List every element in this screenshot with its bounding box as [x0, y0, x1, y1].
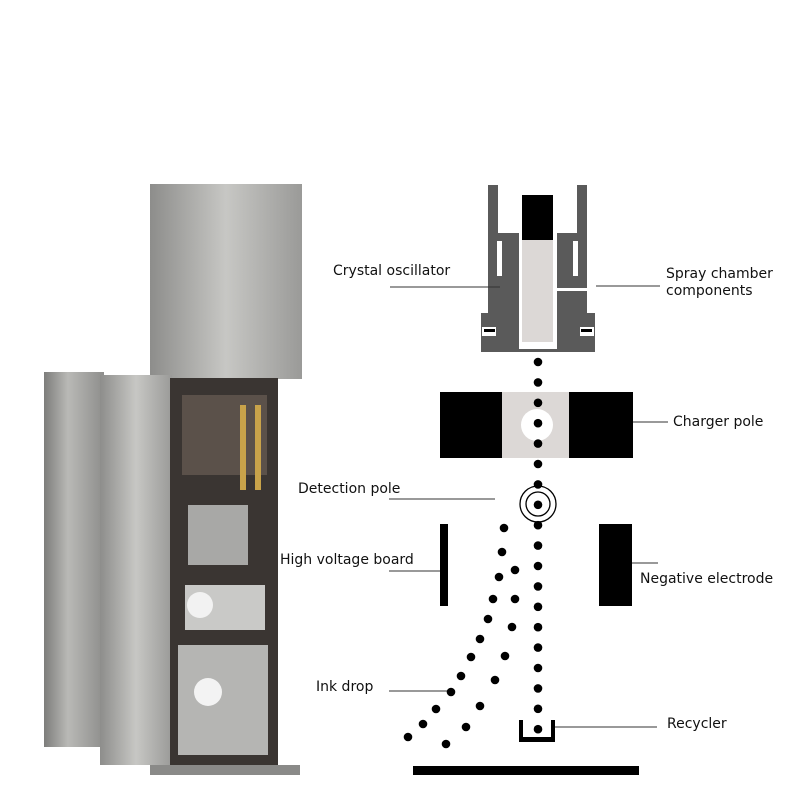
label-spray-chamber: Spray chamber components [666, 266, 773, 299]
ink-drop [533, 684, 543, 693]
ink-drop [533, 643, 543, 652]
ink-drop [507, 622, 517, 632]
crystal-oscillator [522, 195, 553, 240]
ink-drop [483, 614, 493, 624]
ink-drop [533, 582, 543, 591]
ink-drop [533, 704, 543, 714]
label-ink-drop: Ink drop [316, 679, 374, 695]
ink-drop [533, 622, 543, 632]
ink-drops [403, 357, 543, 749]
ink-drop [475, 634, 485, 644]
ink-drop [500, 651, 510, 661]
ink-drop [461, 722, 471, 732]
ink-drop [533, 398, 543, 408]
ink-drop [510, 594, 520, 604]
ink-drop [488, 594, 498, 604]
ink-drop [446, 687, 456, 697]
ink-drop [533, 480, 543, 489]
label-charger-pole: Charger pole [673, 414, 764, 430]
printhead-photo [44, 184, 302, 775]
label-crystal-oscillator: Crystal oscillator [333, 263, 451, 279]
label-high-voltage-board: High voltage board [280, 552, 414, 568]
ink-drop [533, 418, 543, 428]
high-voltage-board [440, 524, 448, 606]
negative-electrode [599, 524, 632, 606]
substrate-bar [413, 766, 639, 775]
ink-drop [533, 500, 543, 510]
spray-chamber [481, 185, 595, 352]
ink-drop [533, 541, 543, 550]
charger-pole [440, 392, 633, 458]
ink-drop [533, 357, 543, 367]
ink-drop [533, 724, 543, 734]
ink-drop [497, 547, 507, 557]
ink-drop [533, 602, 543, 612]
label-negative-electrode: Negative electrode [640, 571, 774, 587]
ink-drop [490, 675, 500, 685]
ink-drop [494, 572, 504, 582]
ink-drop [441, 739, 451, 749]
ink-drop [533, 561, 543, 571]
ink-drop [475, 701, 485, 711]
ink-drop [533, 459, 543, 469]
recycler [519, 720, 555, 742]
label-detection-pole: Detection pole [298, 481, 401, 497]
ink-drop [533, 378, 543, 387]
ink-drop [456, 671, 466, 681]
ink-drop [533, 520, 543, 530]
ink-drop [510, 565, 520, 575]
ink-drop [431, 704, 441, 714]
ink-drop [533, 663, 543, 673]
ink-drop [418, 719, 428, 729]
label-recycler: Recycler [667, 716, 727, 732]
ink-drop [533, 439, 543, 448]
ink-drop [403, 732, 413, 742]
ink-drop [499, 523, 509, 533]
ink-drop [466, 652, 476, 662]
